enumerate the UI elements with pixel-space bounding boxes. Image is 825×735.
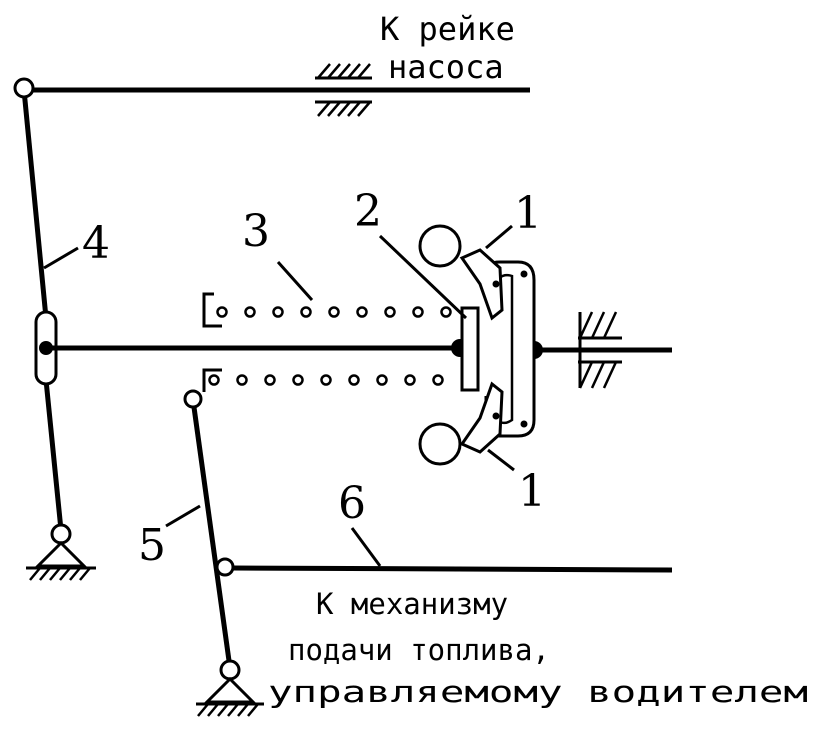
part-number-6: 6 (338, 478, 366, 529)
flyweight-lower (418, 381, 504, 466)
spring-3 (202, 292, 452, 392)
fuel-mech-label-line3: управляемому водителем (268, 675, 808, 709)
part-number-2: 2 (354, 186, 382, 237)
lever4-top-pivot (13, 77, 35, 99)
pump-rack-label-line2: насоса (388, 48, 504, 86)
part-number-3: 3 (242, 206, 270, 257)
flyweight-upper (418, 224, 504, 321)
control-lever-5 (183, 389, 264, 717)
part-number-1-upper: 1 (514, 188, 542, 239)
control-rod-6 (232, 565, 673, 573)
part-number-4: 4 (82, 218, 110, 269)
fuel-mech-label-line1: К механизму (316, 587, 508, 621)
fuel-mech-label-line2: подачи топлива, (288, 633, 550, 667)
pump-rack-rod (24, 63, 530, 117)
part-number-1-lower: 1 (518, 466, 546, 517)
part-number-5: 5 (138, 520, 166, 571)
lever4-bottom-pivot (50, 523, 72, 545)
sleeve-2 (460, 306, 480, 392)
main-lever-4 (13, 77, 96, 581)
pump-rack-label-line1: К рейке (380, 10, 515, 48)
